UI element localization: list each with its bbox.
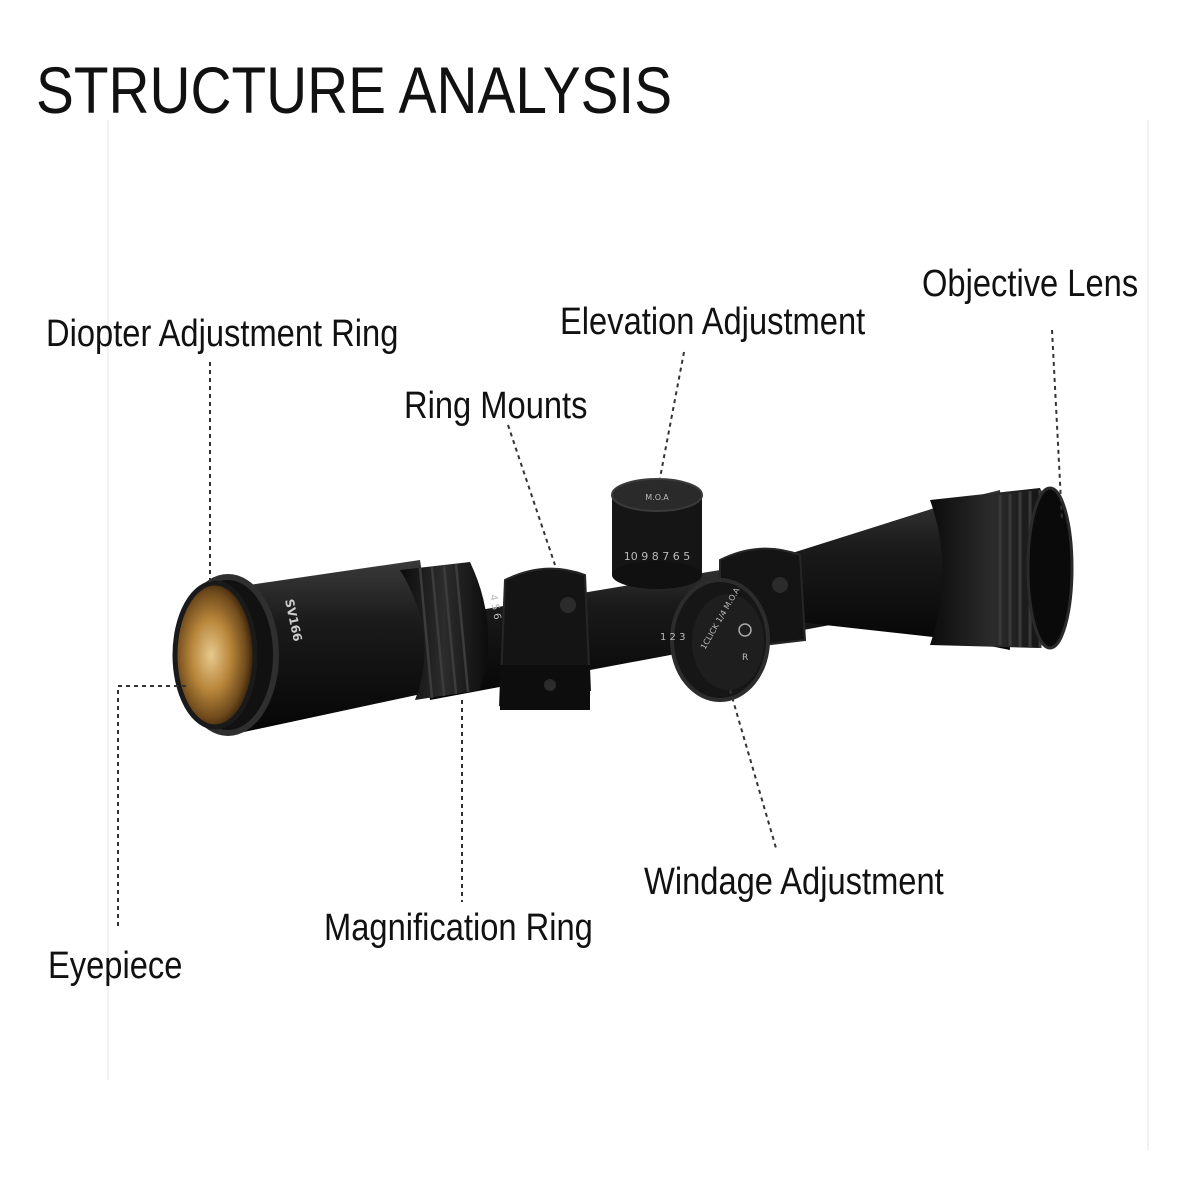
windage-arrow-icon	[738, 623, 752, 637]
label-elevation-adjustment: Elevation Adjustment	[560, 301, 866, 343]
page-title: STRUCTURE ANALYSIS	[36, 53, 673, 127]
ring-mount-rear	[498, 567, 592, 710]
label-eyepiece: Eyepiece	[48, 945, 183, 987]
leader-ring-mounts	[507, 424, 556, 566]
label-objective-lens: Objective Lens	[922, 263, 1139, 305]
leader-windage	[729, 689, 777, 849]
magnification-numbers: 4 5 6	[487, 594, 502, 621]
windage-numbers: 1 2 3	[660, 632, 685, 643]
leader-eyepiece	[117, 685, 186, 930]
label-ring-mounts: Ring Mounts	[404, 385, 588, 427]
windage-direction: R	[742, 653, 748, 663]
label-diopter-adjustment-ring: Diopter Adjustment Ring	[46, 313, 399, 355]
leader-lines	[117, 329, 1063, 930]
label-windage-adjustment: Windage Adjustment	[644, 861, 944, 903]
objective-lens-face	[1026, 486, 1074, 650]
label-magnification-ring: Magnification Ring	[324, 907, 593, 949]
elevation-turret: M.O.A 10 9 8 7 6 5	[611, 478, 703, 589]
objective-ring	[930, 488, 1058, 648]
magnification-knurling	[418, 563, 470, 699]
eyepiece-lens	[172, 580, 258, 730]
elevation-numbers: 10 9 8 7 6 5	[624, 550, 690, 563]
leader-elevation	[659, 351, 685, 479]
elevation-dial-text: M.O.A	[645, 493, 669, 502]
windage-turret: 1CLICK 1/4 M.O.A R 1 2 3	[660, 578, 770, 702]
